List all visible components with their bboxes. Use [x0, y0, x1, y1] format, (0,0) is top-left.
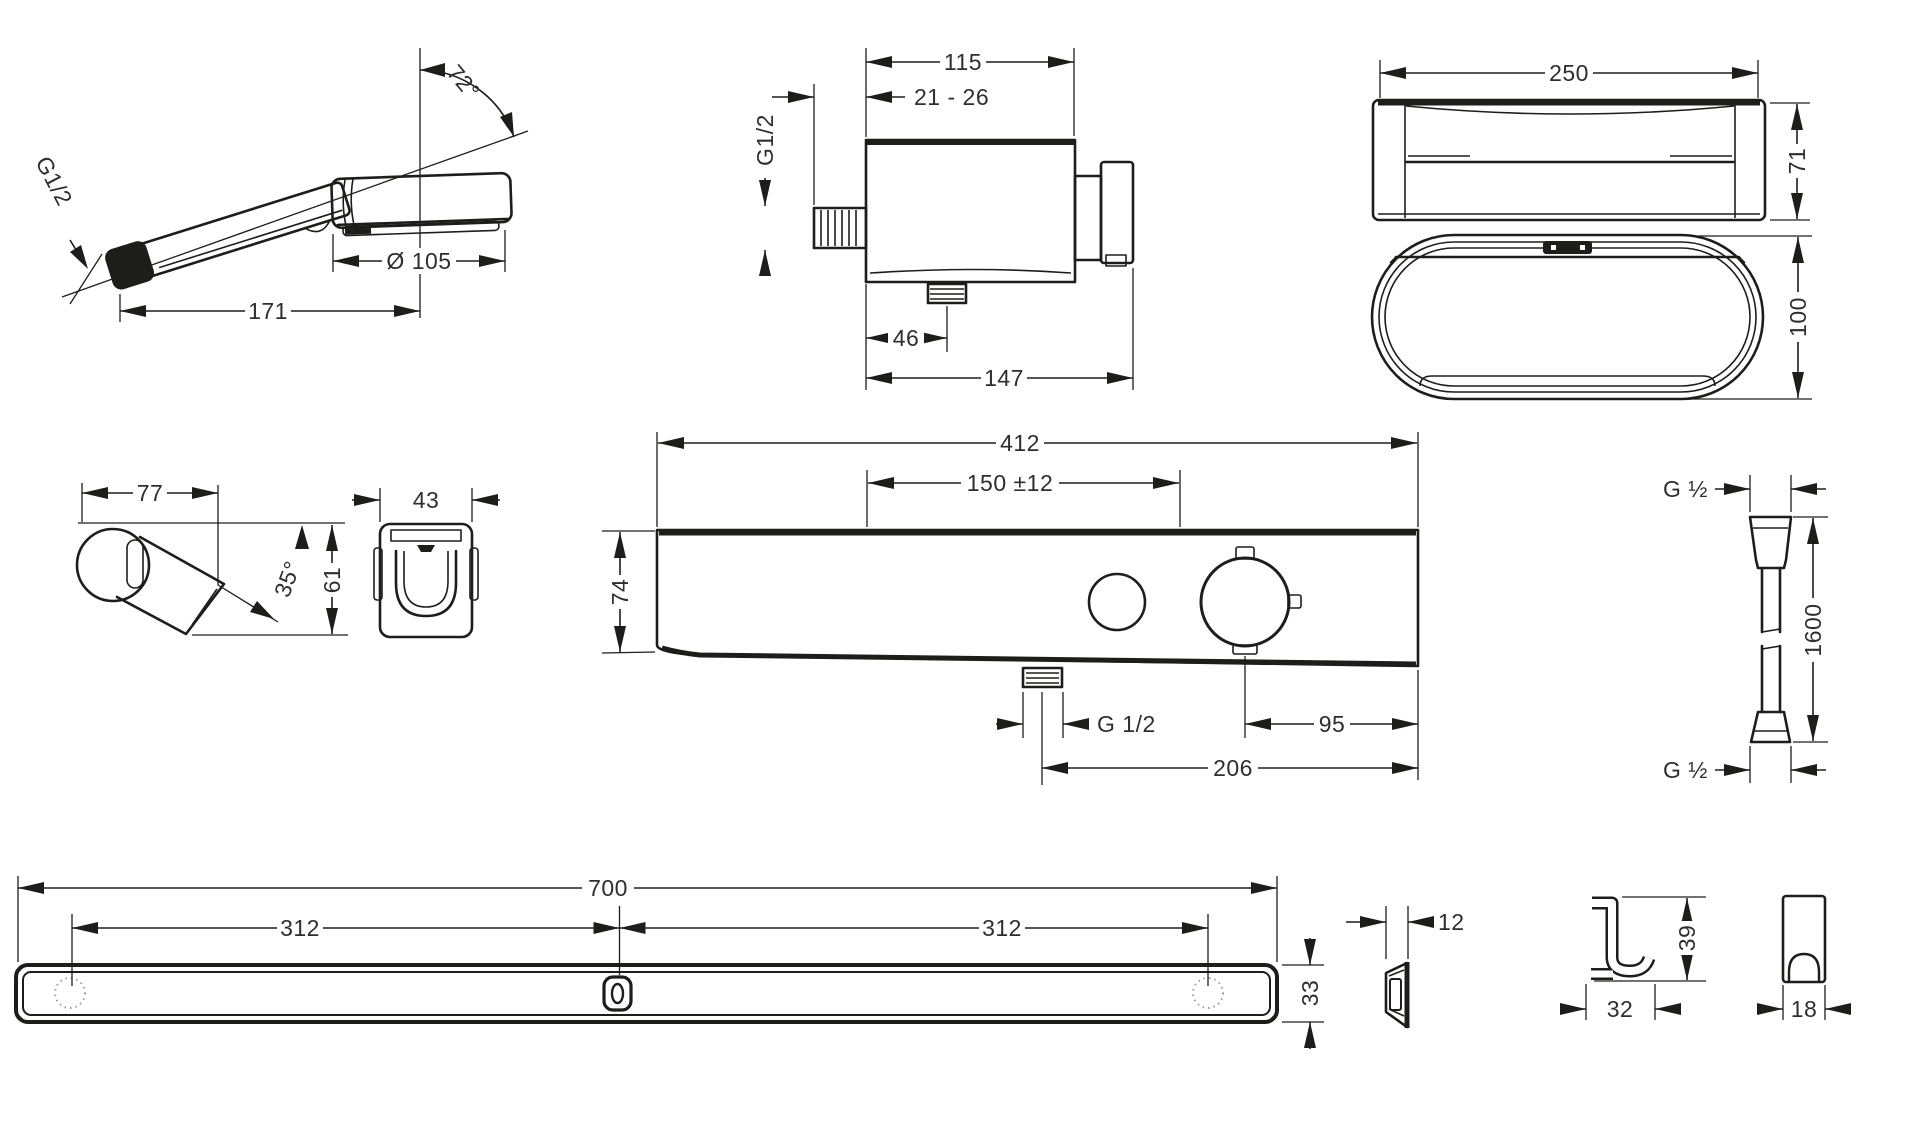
dim-holder-angle: 35°	[269, 557, 306, 600]
mount-hole-marker	[1192, 977, 1224, 1009]
dim-rail-profile-depth: 12	[1438, 909, 1465, 935]
leader-arrowhead	[70, 245, 88, 269]
dim-shelf-width: 250	[1549, 60, 1589, 86]
dim-rail-left-span: 312	[280, 915, 320, 941]
shelf-front-view	[1371, 98, 1767, 222]
holder-side-view	[75, 527, 151, 603]
dim-hose-length: 1600	[1800, 603, 1826, 656]
dim-wall-outlet-width: 115	[944, 49, 982, 75]
dim-hand-shower-length: 171	[248, 298, 288, 324]
hand-shower-head	[330, 171, 513, 237]
hand-shower-handle	[105, 181, 351, 290]
dim-hose-thread-bottom: G ½	[1663, 757, 1708, 783]
dim-holder-width: 77	[137, 480, 164, 506]
handle-hook-notch	[304, 220, 331, 233]
hook-drawing: 39 32 18	[1560, 894, 1851, 1022]
head-joint-seam	[342, 179, 347, 227]
angle-arrowhead	[250, 601, 274, 619]
outlet-nut-tab	[1105, 254, 1127, 267]
dim-wall-outlet-wall-distance: 21 - 26	[914, 84, 989, 110]
wall-outlet-drawing: 115 21 - 26 G1/2 46 147	[752, 48, 1135, 391]
select-button	[1087, 572, 1147, 632]
rail-body	[14, 963, 1279, 1024]
handle-grip	[105, 241, 155, 290]
dim-hook-front-width: 18	[1791, 996, 1818, 1022]
dim-thermostat-height: 74	[607, 579, 633, 606]
thermostat-knob	[1199, 546, 1302, 655]
hose-drawing: G ½ 1600 G ½	[1663, 475, 1828, 783]
dim-hand-shower-thread: G1/2	[30, 152, 77, 210]
dim-hose-thread-top: G ½	[1663, 476, 1708, 502]
dim-holder-front-width: 43	[413, 487, 440, 513]
hose-top-nut	[1748, 515, 1793, 570]
dim-shelf-depth: 100	[1785, 297, 1811, 337]
dim-wall-outlet-depth: 147	[984, 365, 1024, 391]
outlet-nut	[1099, 160, 1135, 265]
thermostat-body	[655, 528, 1420, 668]
holder-drawing: 77 35° 61 43	[75, 480, 500, 639]
rail-logo-plate	[602, 975, 633, 1012]
dim-holder-height: 61	[319, 567, 345, 594]
holder-slot	[126, 539, 144, 589]
dim-hand-shower-angle: 72°	[442, 60, 485, 105]
wall-outlet-thread-connector	[812, 206, 868, 250]
arc-arrowhead	[500, 112, 514, 137]
shelf-drawing: 250 71 100	[1370, 60, 1812, 401]
shelf-mount-plate	[1543, 241, 1592, 254]
dim-thermostat-outlet-thread: G 1/2	[1097, 711, 1156, 737]
mount-hole-marker	[54, 977, 86, 1009]
dim-thermostat-outlet-to-edge: 206	[1213, 755, 1253, 781]
dim-hand-shower-head-diameter: Ø 105	[386, 248, 451, 274]
dim-rail-height: 33	[1297, 980, 1323, 1007]
hose-bottom-nut	[1749, 710, 1792, 744]
wall-outlet-body	[864, 138, 1077, 284]
dim-rail-length: 700	[588, 875, 628, 901]
hand-shower-drawing: 72° G1/2 Ø 105 171	[30, 48, 529, 324]
spray-face	[342, 220, 500, 237]
shelf-top-view	[1370, 233, 1765, 401]
outlet-bottom-thread	[926, 282, 968, 305]
dim-wall-outlet-offset: 46	[893, 325, 920, 351]
dim-shelf-height: 71	[1784, 148, 1810, 175]
outlet-stub	[1073, 174, 1103, 262]
holder-front-view	[373, 522, 479, 639]
dim-wall-outlet-thread: G1/2	[752, 114, 778, 166]
dim-hook-side-height: 39	[1674, 925, 1700, 952]
thermostat-drawing: 412 150 ±12 74 G 1/2 95 206	[601, 430, 1420, 785]
dim-thermostat-knob-to-edge: 95	[1319, 711, 1346, 737]
arc-arrowhead	[420, 63, 445, 77]
dim-hook-side-width: 32	[1607, 996, 1634, 1022]
angle-arrowhead	[295, 525, 309, 549]
hook-front-view	[1781, 894, 1827, 984]
dim-thermostat-connection-spacing: 150 ±12	[967, 470, 1053, 496]
thermostat-outlet-thread	[1021, 666, 1064, 689]
rail-profile-section	[1384, 961, 1410, 1029]
hook-side-view	[1591, 896, 1656, 980]
head-joint-seam	[350, 178, 355, 226]
dim-rail-right-span: 312	[982, 915, 1022, 941]
rail-drawing: 700 312 312 33 12	[14, 875, 1465, 1049]
dim-thermostat-width: 412	[1000, 430, 1040, 456]
